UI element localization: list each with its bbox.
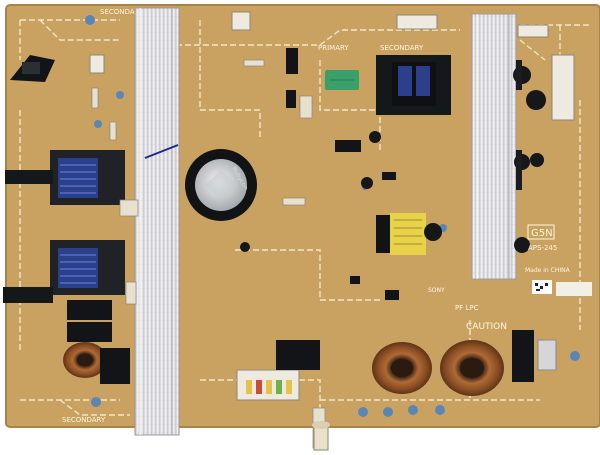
toroid-right bbox=[440, 340, 504, 396]
label-secondary-top-right: SECONDARY bbox=[380, 44, 424, 52]
mounted-devices-right bbox=[516, 60, 522, 190]
electrolytic-capacitors-right bbox=[240, 66, 546, 253]
model-code: G5N bbox=[531, 228, 553, 239]
film-capacitor-green bbox=[325, 70, 359, 90]
black-components bbox=[67, 48, 534, 384]
label-caution: CAUTION bbox=[466, 322, 507, 332]
toroid-left bbox=[63, 342, 107, 378]
toroid-center bbox=[372, 342, 432, 394]
resistors bbox=[91, 59, 326, 449]
label-pf-lpc: PF LPC bbox=[455, 304, 479, 312]
brand-label: SONY bbox=[428, 287, 445, 294]
standoff-bottom bbox=[312, 421, 330, 451]
connector-bottom-pins bbox=[246, 380, 292, 394]
transformer-yellow bbox=[376, 213, 426, 255]
capacitor-bulk: Rubycon bbox=[185, 149, 257, 221]
label-secondary-bottom-left: SECONDARY bbox=[62, 416, 106, 424]
heatsink-left bbox=[134, 7, 180, 436]
part-number: APS-245 bbox=[528, 244, 557, 252]
heatsink-right bbox=[471, 13, 517, 280]
label-primary: PRIMARY bbox=[318, 44, 349, 52]
bracket-bottom-right bbox=[537, 339, 557, 371]
model-info: G5N APS-245 SONY Made in CHINA bbox=[428, 224, 592, 296]
connector-top-left bbox=[10, 55, 55, 82]
transformer-left-upper bbox=[5, 150, 125, 205]
blue-capacitors bbox=[85, 15, 580, 417]
transformer-main bbox=[376, 55, 451, 115]
made-in-label: Made in CHINA bbox=[525, 267, 571, 274]
connectors-white bbox=[89, 11, 575, 401]
label-secondary-top-left: SECONDARY bbox=[100, 8, 144, 16]
transformer-left-lower bbox=[3, 240, 125, 303]
silkscreen-labels: SECONDARY PRIMARY SECONDARY SECONDARY CA… bbox=[62, 8, 507, 424]
